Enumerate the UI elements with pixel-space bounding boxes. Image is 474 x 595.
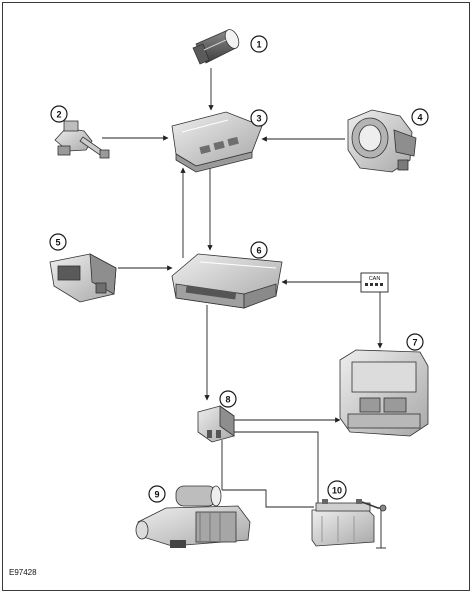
kvm-module-part (171, 111, 263, 173)
callout-6: 6 (250, 241, 268, 259)
callout-5: 5 (49, 233, 67, 251)
callout-3-label: 3 (256, 114, 261, 124)
callout-10-label: 10 (332, 486, 342, 496)
callout-5-label: 5 (55, 238, 60, 248)
callout-4: 4 (411, 108, 429, 126)
callout-1: 1 (250, 35, 268, 53)
start-stop-switch-part (192, 29, 240, 65)
wire-8-to-10 (232, 431, 319, 505)
battery-part (311, 499, 387, 547)
clutch-switch-part (49, 253, 117, 303)
callout-2: 2 (50, 105, 68, 123)
figure-frame (2, 2, 470, 591)
starter-relay-part (197, 405, 235, 443)
callout-8: 8 (219, 390, 237, 408)
callout-8-label: 8 (225, 395, 230, 405)
callout-7-label: 7 (412, 338, 417, 348)
callout-9-label: 9 (154, 490, 159, 500)
can-bus-box: CAN (360, 272, 389, 293)
steering-lock-part (347, 109, 417, 173)
callout-2-label: 2 (56, 110, 61, 120)
callout-10: 10 (327, 480, 347, 500)
callout-6-label: 6 (256, 246, 261, 256)
connections (102, 68, 386, 549)
tcm-module-part (339, 349, 429, 437)
ecm-module-part (171, 253, 283, 309)
wire-9-to-10 (222, 489, 314, 508)
callout-7: 7 (406, 333, 424, 351)
callout-1-label: 1 (256, 40, 261, 50)
can-label: CAN (369, 276, 381, 282)
callout-3: 3 (250, 109, 268, 127)
brake-switch-part (54, 120, 110, 159)
callout-9: 9 (148, 485, 166, 503)
figure-reference: E97428 (9, 568, 37, 577)
callout-4-label: 4 (417, 113, 422, 123)
starter-motor-part (135, 485, 251, 548)
